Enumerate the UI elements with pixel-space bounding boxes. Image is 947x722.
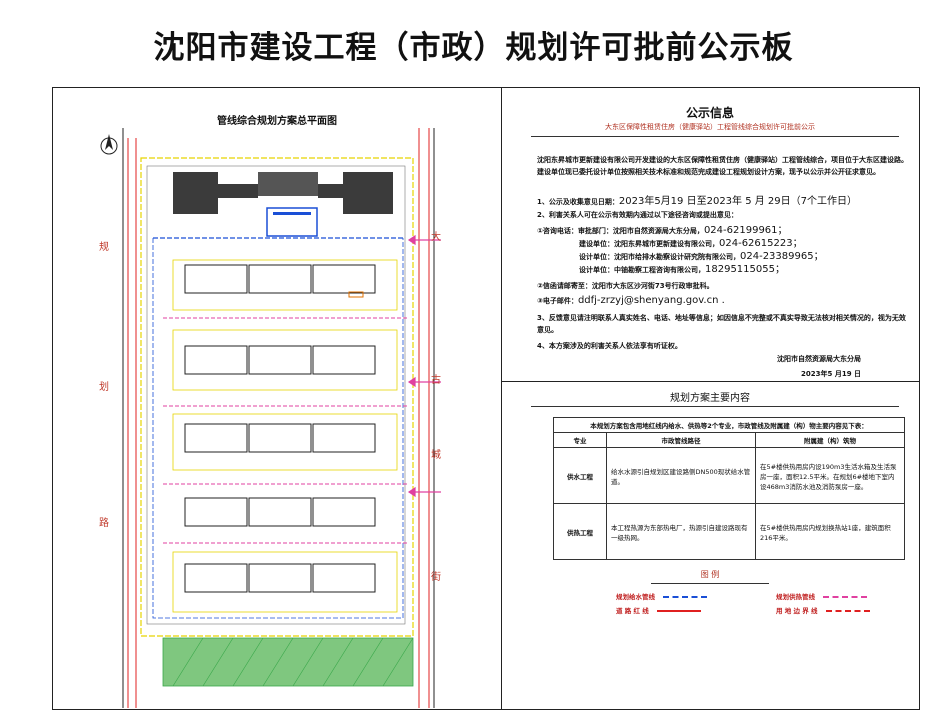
road-red-lines [127, 128, 430, 708]
notice-item1-prefix: 1、公示及收集意见日期： [537, 198, 619, 206]
table-header-path: 市政管线路径 [606, 432, 756, 448]
contact-1-label: 审批部门：沈阳市自然资源局大东分局， [577, 227, 704, 235]
main-content-title: 规划方案主要内容 [670, 393, 750, 404]
table-cell-structures: 在5#楼供热用房内规划换热站1座，建筑面积216平米。 [755, 503, 905, 560]
green-belt [162, 637, 414, 687]
notice-section: 公示信息 大东区保障性租赁住房（健康驿站）工程管线综合规划许可批前公示 沈阳东昇… [501, 88, 919, 382]
notice-title: 公示信息 [685, 106, 734, 120]
contact-4-phone: 18295115055； [705, 264, 785, 275]
contact-2-phone: 024-62615223； [719, 238, 803, 249]
notice-board-frame: 管线综合规划方案总平面图 [52, 87, 920, 710]
legend-road: 道 路 红 线 [616, 605, 702, 615]
legend-heat-label: 规划供热管线 [776, 593, 815, 601]
notice-item3: 3、反馈意见请注明联系人真实姓名、电话、地址等信息；如因信息不完整或不真实导致无… [537, 314, 906, 334]
road-label-left-2: 划 [99, 382, 109, 393]
legend-water-label: 规划给水管线 [616, 593, 655, 601]
legend-road-label: 道 路 红 线 [616, 607, 649, 615]
north-arrow-icon [100, 134, 118, 155]
notice-item1-dates: 2023年5月19 日至2023年 5 月 29日（7个工作日） [618, 196, 858, 207]
legend-boundary: 用 地 边 界 线 [776, 605, 870, 615]
table-cell-specialty: 供热工程 [553, 503, 607, 560]
notice-email-row: ③电子邮件：ddfj-zrzyj@shenyang.gov.cn . [537, 295, 909, 307]
site-plan-panel: 管线综合规划方案总平面图 [53, 88, 502, 709]
main-content-section: 规划方案主要内容 本规划方案包含用地红线内给水、供热等2个专业，市政管线及附属建… [501, 381, 919, 709]
legend-water-swatch [663, 596, 708, 598]
legend-boundary-label: 用 地 边 界 线 [776, 607, 818, 615]
signature-org: 沈阳市自然资源局大东分局 [777, 355, 861, 363]
table-header-specialty: 专业 [553, 432, 607, 448]
road-label-right-2: 古 [431, 375, 441, 386]
email-link[interactable]: ddfj-zrzyj@shenyang.gov.cn . [577, 295, 725, 306]
table-cell-structures: 在5#楼供热用房内设190m3生活水箱及生活泵房一座，面积12.5平米。在规划6… [755, 447, 905, 504]
road-label-left-1: 规 [99, 242, 109, 253]
table-cell-path: 本工程热源为东部热电厂，热源引自建设路现有一级热网。 [606, 503, 756, 560]
contact-row-3: 设计单位：沈阳市给排水勘察设计研究院有限公司，024-23389965； [579, 251, 909, 263]
board-title: 沈阳市建设工程（市政）规划许可批前公示板 [153, 30, 794, 66]
contact-2-label: 建设单位：沈阳东昇城市更新建设有限公司， [579, 240, 719, 248]
notice-item4: 4、本方案涉及的利害关系人依法享有听证权。 [537, 342, 682, 350]
legend-heat-swatch [823, 596, 868, 598]
table-row: 供热工程 本工程热源为东部热电厂，热源引自建设路现有一级热网。 在5#楼供热用房… [553, 503, 905, 560]
road-label-left-3: 路 [99, 518, 109, 529]
building-top [173, 172, 393, 237]
legend-title: 图 例 [700, 570, 720, 579]
table-header-structures: 附属建（构）筑物 [755, 432, 905, 448]
pipe-entry-arrows [407, 234, 441, 498]
notice-mail: ②信函请邮寄至：沈阳市大东区沙河街73号行政审批科。 [537, 282, 714, 290]
table-cell-specialty: 供水工程 [553, 447, 607, 504]
notice-intro: 沈阳东昇城市更新建设有限公司开发建设的大东区保障性租赁住房（健康驿站）工程管线综… [537, 156, 908, 176]
contact-row-1: ①咨询电话：审批部门：沈阳市自然资源局大东分局，024-62199961； [537, 225, 909, 237]
legend-road-swatch [657, 610, 702, 612]
table-row: 供水工程 给水水源引自规划区建设路侧DN500现状给水管道。 在5#楼供热用房内… [553, 447, 905, 504]
contact-row-4: 设计单位：中铀勘察工程咨询有限公司，18295115055； [579, 264, 909, 276]
legend-water: 规划给水管线 [616, 591, 708, 601]
site-plan-drawing[interactable] [53, 88, 501, 709]
plan-title: 管线综合规划方案总平面图 [217, 116, 337, 127]
residential-blocks [172, 259, 398, 613]
road-label-right-1: 大 [431, 232, 441, 243]
heat-pipes [163, 317, 408, 544]
contact-row-2: 建设单位：沈阳东昇城市更新建设有限公司，024-62615223； [579, 238, 909, 250]
contact-3-label: 设计单位：沈阳市给排水勘察设计研究院有限公司， [579, 253, 740, 261]
notice-item2: 2、利害关系人可在公示有效期内通过以下途径咨询或提出意见： [537, 211, 738, 219]
notice-subtitle: 大东区保障性租赁住房（健康驿站）工程管线综合规划许可批前公示 [605, 123, 815, 131]
road-label-right-3: 城 [431, 450, 441, 461]
legend-boundary-swatch [825, 610, 870, 612]
contact-1-phone: 024-62199961； [703, 225, 788, 236]
email-label: ③电子邮件： [537, 297, 578, 305]
contact-4-label: 设计单位：中铀勘察工程咨询有限公司， [579, 266, 705, 274]
land-boundary [140, 157, 414, 637]
road-label-right-4: 街 [431, 572, 441, 583]
info-panel: 公示信息 大东区保障性租赁住房（健康驿站）工程管线综合规划许可批前公示 沈阳东昇… [501, 88, 919, 709]
notice-item1: 1、公示及收集意见日期：2023年5月19 日至2023年 5 月 29日（7个… [537, 196, 909, 208]
consult-label: ①咨询电话： [537, 227, 578, 235]
plan-content-table: 本规划方案包含用地红线内给水、供热等2个专业，市政管线及附属建（构）物主要内容见… [553, 417, 905, 560]
table-cell-path: 给水水源引自规划区建设路侧DN500现状给水管道。 [606, 447, 756, 504]
signature-date: 2023年5 月19 日 [801, 370, 861, 378]
legend-heat: 规划供热管线 [776, 591, 868, 601]
contact-3-phone: 024-23389965； [740, 251, 824, 262]
table-note: 本规划方案包含用地红线内给水、供热等2个专业，市政管线及附属建（构）物主要内容见… [553, 417, 905, 433]
